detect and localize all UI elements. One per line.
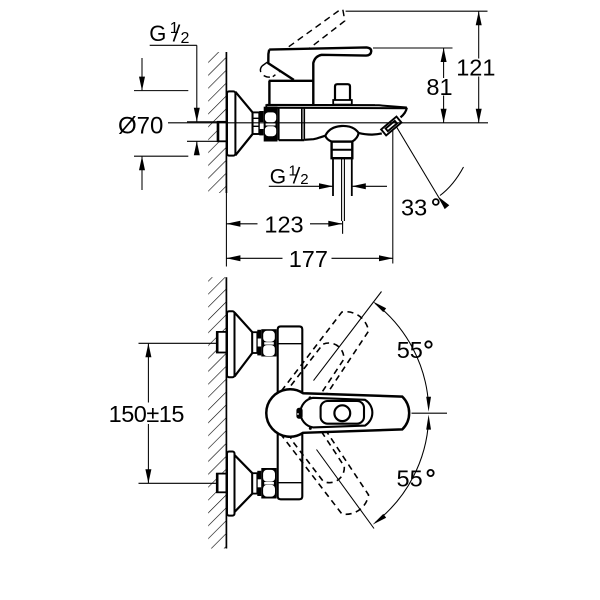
svg-text:55: 55 xyxy=(397,337,423,363)
svg-text:1: 1 xyxy=(289,162,297,179)
svg-text:Ø70: Ø70 xyxy=(118,113,163,140)
svg-text:150±15: 150±15 xyxy=(109,401,185,427)
svg-text:55: 55 xyxy=(397,466,423,492)
svg-text:G: G xyxy=(149,21,166,46)
svg-text:G: G xyxy=(270,165,286,188)
svg-text:177: 177 xyxy=(289,246,328,272)
svg-text:1: 1 xyxy=(170,20,179,37)
svg-text:81: 81 xyxy=(426,74,452,100)
svg-text:121: 121 xyxy=(456,55,495,81)
svg-text:123: 123 xyxy=(264,212,303,238)
svg-text:33: 33 xyxy=(401,195,427,221)
svg-text:2: 2 xyxy=(181,30,190,47)
svg-text:2: 2 xyxy=(300,171,308,188)
